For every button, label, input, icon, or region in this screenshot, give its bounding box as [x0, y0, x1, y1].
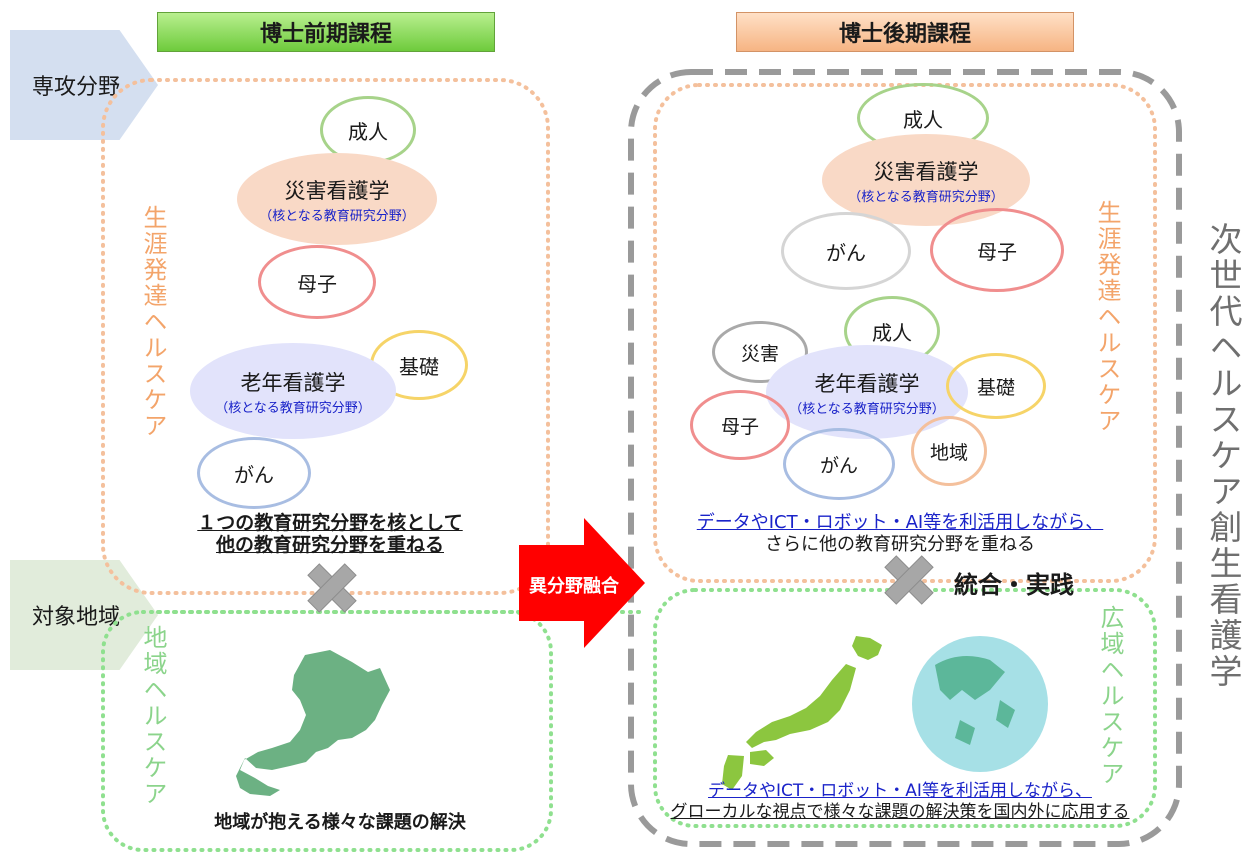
doctoral-course-header: 博士後期課程: [736, 12, 1074, 52]
right-caption-line1: データやICT・ロボット・AI等を利活用しながら、: [696, 512, 1104, 533]
next-gen-nursing-label: 次世代ヘルスケア創生看護学: [1204, 222, 1243, 690]
cross-icon-left: [307, 563, 357, 613]
wide-area-caption-line1: データやICT・ロボット・AI等を利活用しながら、: [708, 781, 1092, 801]
disaster-nursing-label-right: 災害看護学: [873, 159, 979, 184]
gerontological-nursing-label: 老年看護学: [240, 370, 346, 395]
globe-icon: [912, 636, 1048, 772]
right-lifespan-label: 生涯発達ヘルスケア: [1093, 200, 1121, 434]
disaster-nursing-bubble-left: 災害看護学 （核となる教育研究分野）: [237, 153, 437, 245]
right-outer-frame: [628, 69, 1182, 847]
disaster-bubble-right: 災害: [712, 321, 808, 383]
maternal-child-bubble-right-bottom: 母子: [690, 390, 790, 460]
fusion-arrow-label: 異分野融合: [529, 576, 619, 597]
maternal-child-bubble-right-top: 母子: [930, 208, 1064, 292]
core-field-label: （核となる教育研究分野）: [789, 401, 945, 417]
cancer-bubble-left: がん: [197, 437, 311, 509]
right-caption-line2: さらに他の教育研究分野を重ねる: [765, 534, 1035, 555]
cancer-bubble-right-bottom: がん: [783, 428, 895, 500]
left-lifespan-label: 生涯発達ヘルスケア: [139, 205, 167, 439]
core-field-label: （核となる教育研究分野）: [848, 189, 1004, 205]
integration-practice-label: 統合・実践: [954, 571, 1074, 599]
specialty-label: 専攻分野: [32, 75, 121, 100]
regional-healthcare-label: 地域ヘルスケア: [139, 625, 167, 807]
core-field-label: （核となる教育研究分野）: [259, 208, 415, 224]
japan-map-icon: [722, 636, 882, 790]
master-course-header: 博士前期課程: [157, 12, 495, 52]
maternal-child-bubble-left: 母子: [258, 245, 376, 319]
gerontological-nursing-bubble-left: 老年看護学 （核となる教育研究分野）: [190, 343, 396, 439]
regional-bubble-right: 地域: [911, 416, 987, 486]
regional-issues-caption: 地域が抱える様々な課題の解決: [214, 812, 466, 833]
disaster-nursing-label: 災害看護学: [284, 178, 390, 203]
gerontological-nursing-label-right: 老年看護学: [814, 371, 920, 396]
left-lifespan-frame: [101, 78, 550, 595]
fusion-arrow: [519, 518, 645, 648]
cancer-bubble-right-top: がん: [781, 212, 911, 290]
left-caption-line2: 他の教育研究分野を重ねる: [215, 534, 444, 556]
target-region-label: 対象地域: [32, 605, 121, 630]
core-field-label: （核となる教育研究分野）: [215, 400, 371, 416]
fukui-map-icon: [236, 650, 390, 796]
left-caption-line1: １つの教育研究分野を核として: [197, 512, 463, 534]
fundamental-bubble-right: 基礎: [946, 353, 1046, 419]
wide-area-healthcare-label: 広域ヘルスケア: [1096, 605, 1124, 787]
wide-area-caption-line2: グローカルな視点で様々な課題の解決策を国内外に応用する: [670, 802, 1130, 822]
cross-icon-right: [884, 555, 934, 605]
